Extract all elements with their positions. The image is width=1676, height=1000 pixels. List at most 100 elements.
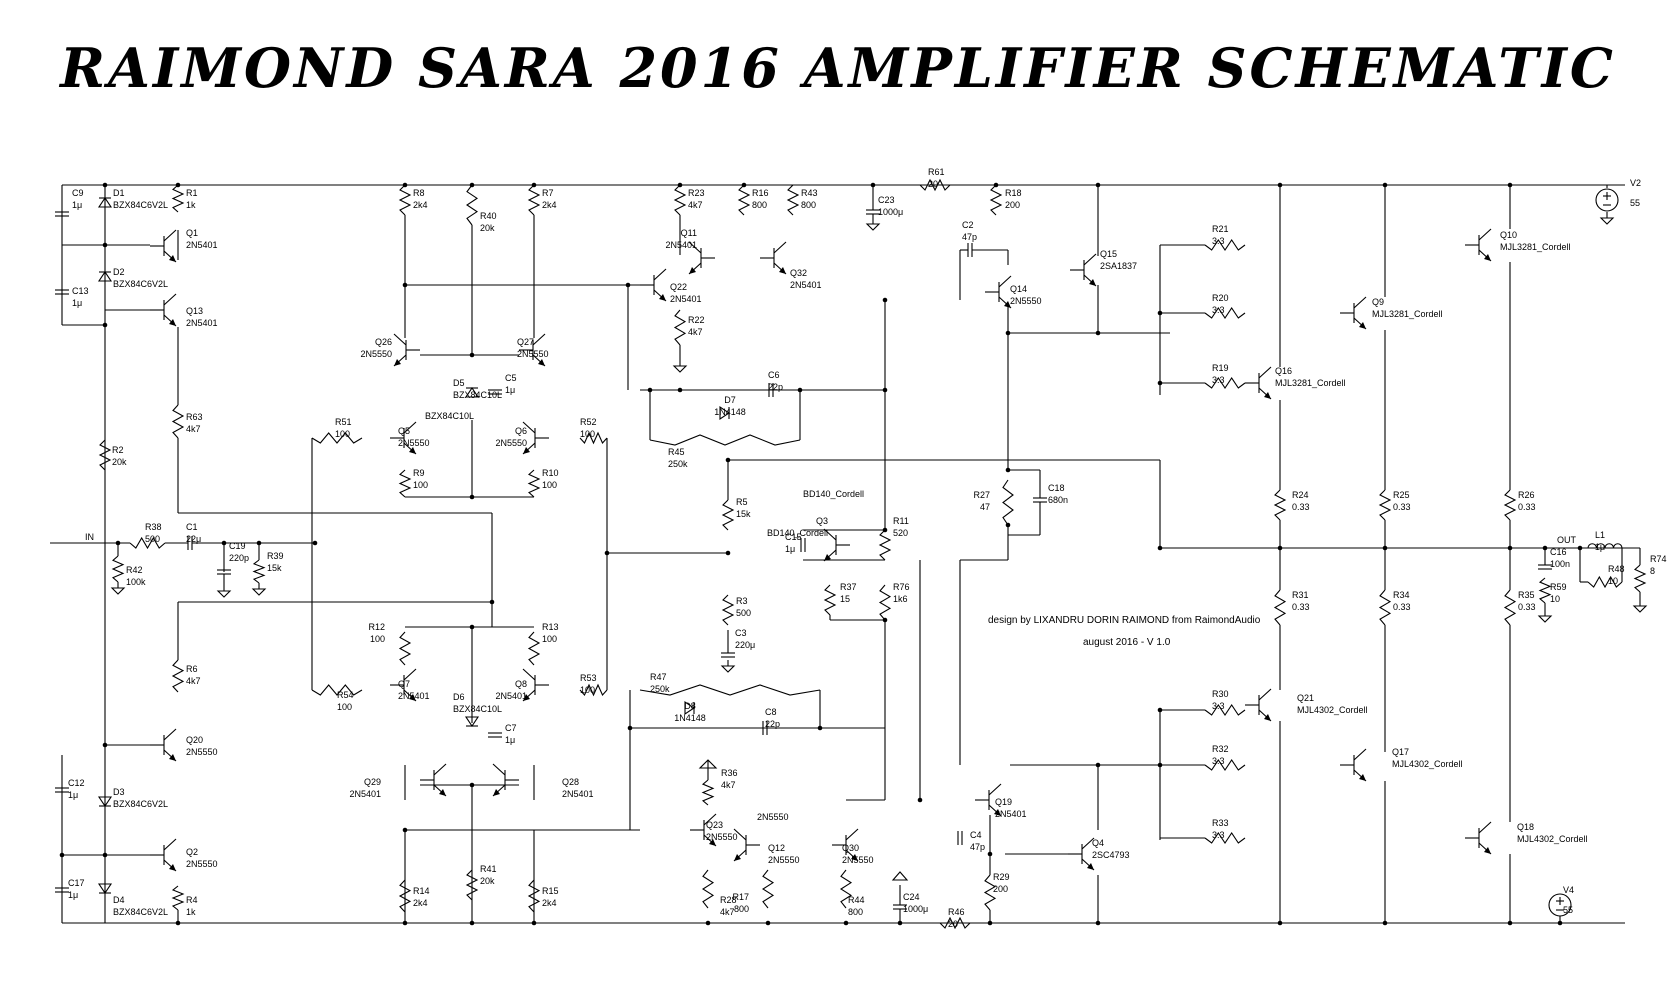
- resistor-r76: [878, 584, 892, 621]
- junction-dot: [677, 182, 683, 188]
- label-q18-ref: Q18: [1517, 822, 1534, 832]
- junction-dot: [677, 387, 683, 393]
- label-q3-ref: Q3: [816, 516, 828, 526]
- resistor-r6: [171, 659, 185, 693]
- transistor-q23: [690, 813, 717, 847]
- label-r59-value: 10: [1550, 594, 1560, 604]
- junction-dot: [725, 550, 731, 556]
- transistor-q26: [393, 333, 420, 367]
- label-r43-ref: R43: [801, 188, 818, 198]
- junction-dot: [102, 742, 108, 748]
- resistor-r3: [721, 594, 735, 626]
- junction-dot: [175, 182, 181, 188]
- resistor-r41: [465, 869, 479, 901]
- resistor-r19: [1204, 377, 1246, 389]
- power-arrow-r36: [698, 759, 718, 769]
- junction-dot: [1005, 522, 1011, 528]
- label-d5-ref: D5: [453, 378, 465, 388]
- label-d1-value: BZX84C6V2L: [113, 200, 168, 210]
- resistor-r17: [761, 869, 775, 909]
- resistor-r8: [398, 184, 412, 216]
- label-q2-ref: Q2: [186, 847, 198, 857]
- junction-dot: [1507, 545, 1513, 551]
- ground-symbol: [110, 582, 126, 595]
- junction-dot: [115, 540, 121, 546]
- resistor-r25: [1378, 489, 1392, 521]
- junction-dot: [489, 599, 495, 605]
- resistor-r44: [839, 869, 853, 909]
- junction-dot: [175, 920, 181, 926]
- label-r48-ref: R48: [1608, 564, 1625, 574]
- resistor-r24: [1273, 489, 1287, 521]
- label-r53-value: 100: [580, 685, 595, 695]
- resistor-r33: [1204, 832, 1246, 844]
- junction-dot: [256, 540, 262, 546]
- label-d3-ref: D3: [113, 787, 125, 797]
- label-r28-value: 4k7: [720, 907, 735, 917]
- label-r5-value: 15k: [736, 509, 751, 519]
- label-q6-ref: Q6: [515, 426, 527, 436]
- junction-dot: [843, 920, 849, 926]
- label-c4-value: 47p: [970, 842, 985, 852]
- label-q21-value: MJL4302_Cordell: [1297, 705, 1368, 715]
- designer-credit: design by LIXANDRU DORIN RAIMOND from Ra…: [988, 615, 1261, 626]
- label-r34-value: 0.33: [1393, 602, 1411, 612]
- label-q4-ref: Q4: [1092, 838, 1104, 848]
- label-r43-value: 800: [801, 200, 816, 210]
- resistor-r9: [398, 469, 412, 498]
- label-r61-value: 20: [928, 179, 938, 189]
- diode-d4: [97, 883, 113, 894]
- ground-symbol: [251, 583, 267, 596]
- label-r7-value: 2k4: [542, 200, 557, 210]
- junction-dot: [705, 920, 711, 926]
- junction-dot: [1005, 467, 1011, 473]
- resistor-r46: [939, 916, 971, 930]
- capacitor-c1: [187, 536, 193, 550]
- 548: [1587, 543, 1623, 549]
- capacitor-c5: [488, 389, 502, 395]
- label-r23-ref: R23: [688, 188, 705, 198]
- label-q20-value: 2N5550: [186, 747, 218, 757]
- capacitor-c15: [800, 538, 806, 552]
- label-c5-value: 1μ: [505, 385, 515, 395]
- label-r3-ref: R3: [736, 596, 748, 606]
- capacitor-c4: [957, 831, 963, 845]
- label-r40-value: 20k: [480, 223, 495, 233]
- voltage-source-v2: [1595, 188, 1619, 212]
- label-q22-value: 2N5401: [670, 294, 702, 304]
- junction-dot: [312, 540, 318, 546]
- label-r25-ref: R25: [1393, 490, 1410, 500]
- label-r30-ref: R30: [1212, 689, 1229, 699]
- label-c23-value: 1000μ: [878, 207, 903, 217]
- junction-dot: [1157, 707, 1163, 713]
- label-r74-value: 8: [1650, 566, 1655, 576]
- resistor-r35: [1503, 589, 1517, 626]
- label-r35-value: 0.33: [1518, 602, 1536, 612]
- label-r45-value: 250k: [668, 459, 688, 469]
- label-r3-value: 500: [736, 608, 751, 618]
- label-q27-ref: Q27: [517, 337, 534, 347]
- transistor-q17: [1340, 748, 1367, 782]
- junction-dot: [1577, 545, 1583, 551]
- label-r52-ref: R52: [580, 417, 597, 427]
- capacitor-c17: [55, 887, 69, 893]
- label-r22-ref: R22: [688, 315, 705, 325]
- label-q17-value: MJL4302_Cordell: [1392, 759, 1463, 769]
- label-q3-value: BD140_Cordell: [767, 528, 828, 538]
- label-q1-ref: Q1: [186, 228, 198, 238]
- label-r1-ref: R1: [186, 188, 198, 198]
- label-r22-value: 4k7: [688, 327, 703, 337]
- junction-dot: [765, 920, 771, 926]
- junction-dot: [870, 182, 876, 188]
- resistor-r43: [786, 184, 800, 216]
- label-d2-value: BZX84C6V2L: [113, 279, 168, 289]
- label-r29-ref: R29: [993, 872, 1010, 882]
- components: [55, 178, 1648, 930]
- junction-dot: [647, 387, 653, 393]
- label-d8-ref: D8: [684, 701, 696, 711]
- label-c17-ref: C17: [68, 878, 85, 888]
- transistor-q16: [1245, 366, 1272, 400]
- capacitor-c6: [768, 383, 774, 397]
- transistor-q27: [519, 333, 546, 367]
- label-q19-ref: Q19: [995, 797, 1012, 807]
